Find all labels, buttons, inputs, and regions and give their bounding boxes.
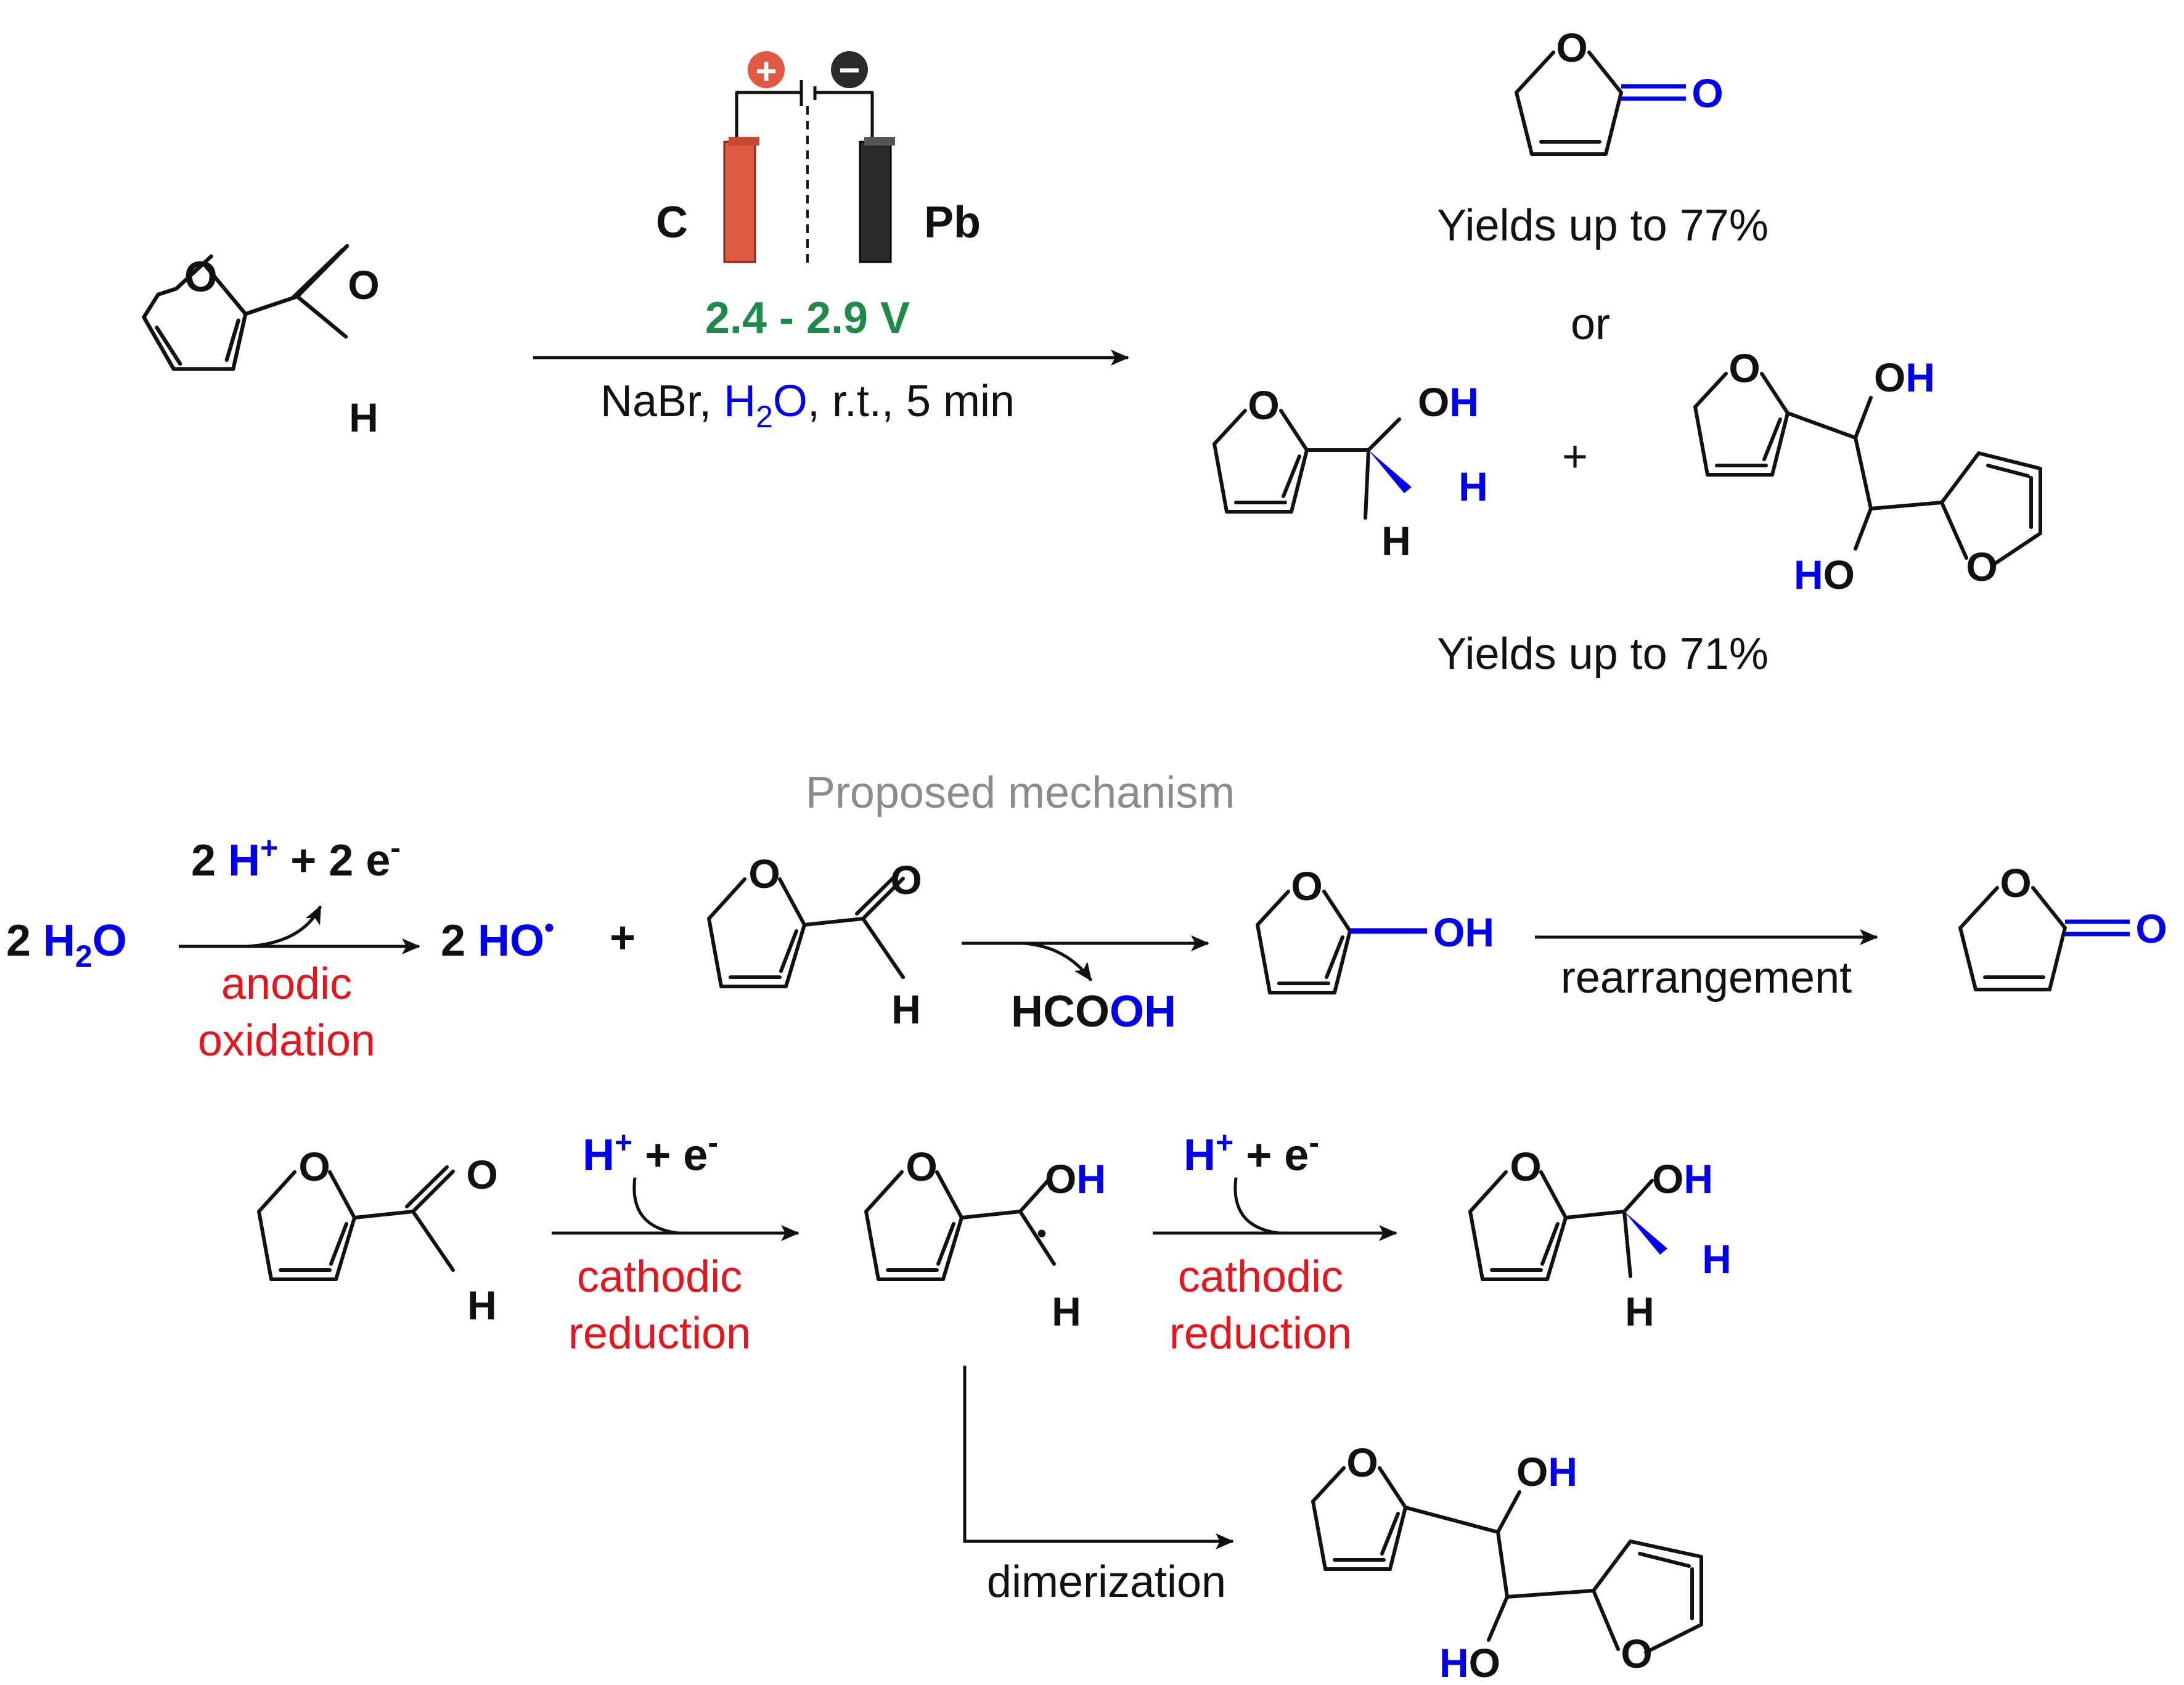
radical-dot: •	[1037, 1218, 1046, 1248]
blue-hydrogen: H	[1458, 464, 1488, 509]
hydroxyl-label: OH	[1433, 909, 1494, 955]
furfuryl-alcohol-product: O	[1213, 382, 1412, 520]
plus-sign: +	[1562, 432, 1588, 482]
cathode-label: Pb	[924, 198, 981, 247]
svg-text:+: +	[755, 51, 777, 92]
radical-label: 2 HO•	[441, 911, 554, 965]
ho-label-2: HO	[1439, 1640, 1500, 1685]
hydrogen-radical: H	[1052, 1289, 1081, 1334]
formic-acid-label: HCOOH	[1011, 987, 1176, 1036]
proton-electron-label-2: H+ + e-	[1184, 1125, 1319, 1180]
hydrofuroin-product: O O	[1693, 345, 2042, 589]
ring-oxygen: O	[184, 253, 218, 301]
yield-bottom: Yields up to 71%	[1437, 629, 1769, 679]
svg-text:O: O	[2135, 906, 2167, 951]
negative-terminal	[831, 51, 868, 88]
mechanism-title: Proposed mechanism	[806, 768, 1235, 818]
furfural-mech-2: O	[257, 1144, 455, 1281]
lead-cathode	[859, 141, 892, 263]
aldehyde-oxygen-3: O	[466, 1152, 497, 1197]
svg-text:O: O	[1346, 1440, 1378, 1485]
rearrangement-label: rearrangement	[1561, 953, 1852, 1002]
blue-hydrogen-2: H	[1702, 1236, 1732, 1282]
oh-label-2: OH	[1874, 355, 1935, 400]
hydrogen: H	[1381, 518, 1411, 564]
yield-top: Yields up to 77%	[1437, 201, 1769, 250]
oh-label: OH	[1418, 379, 1479, 425]
svg-text:O: O	[1556, 25, 1587, 70]
aldehyde-hydrogen-3: H	[467, 1282, 497, 1328]
ketyl-radical: O	[864, 1144, 1056, 1281]
dimerization-arrow	[963, 1366, 1234, 1549]
anode-label: C	[656, 198, 688, 247]
oh-label-5: OH	[1516, 1449, 1577, 1494]
ho-label: HO	[1794, 552, 1855, 597]
electrochemical-cell: + − C Pb	[656, 49, 981, 265]
butenolide-mech: O O	[1958, 860, 2167, 991]
svg-text:O: O	[2000, 860, 2031, 906]
hydroxyfuran: O	[1256, 863, 1427, 994]
furfural-mech-1: O	[707, 851, 905, 988]
hydrogen-2: H	[1625, 1289, 1654, 1334]
svg-text:O: O	[1510, 1144, 1541, 1189]
svg-text:O: O	[906, 1144, 937, 1189]
hydrofuroin-mech: O O	[1311, 1440, 1703, 1676]
dimerization-label: dimerization	[987, 1557, 1226, 1607]
svg-text:O: O	[748, 851, 780, 896]
svg-text:O: O	[1291, 863, 1322, 909]
voltage-label: 2.4 - 2.9 V	[705, 293, 910, 343]
conditions-label: NaBr, H2O, r.t., 5 min	[600, 377, 1015, 434]
plus-sign-mech: +	[610, 913, 636, 962]
furfuryl-alcohol-mech: O	[1468, 1144, 1667, 1281]
oh-label-4: OH	[1652, 1156, 1713, 1202]
svg-text:O: O	[1966, 544, 1997, 589]
carbon-anode	[723, 141, 756, 263]
positive-terminal	[748, 51, 785, 88]
svg-text:O: O	[1728, 345, 1760, 391]
proton-electron-label-1: H+ + e-	[583, 1125, 718, 1180]
aldehyde-oxygen-2: O	[890, 857, 922, 903]
water-label: 2 H2O	[6, 916, 127, 974]
byproduct-label: 2 H+ + 2 e-	[191, 830, 401, 885]
svg-text:−: −	[838, 49, 860, 91]
or-label: or	[1571, 300, 1610, 349]
svg-text:O: O	[1248, 382, 1279, 428]
svg-text:O: O	[1691, 70, 1723, 116]
furfural-start: O	[142, 244, 350, 371]
aldehyde-oxygen: O	[348, 262, 379, 308]
aldehyde-hydrogen: H	[349, 395, 378, 440]
svg-text:O: O	[298, 1144, 330, 1189]
svg-text:O: O	[1621, 1631, 1652, 1676]
butenolide-product: O O	[1515, 25, 1724, 156]
oh-label-3: OH	[1045, 1156, 1106, 1202]
aldehyde-hydrogen-2: H	[891, 986, 921, 1032]
